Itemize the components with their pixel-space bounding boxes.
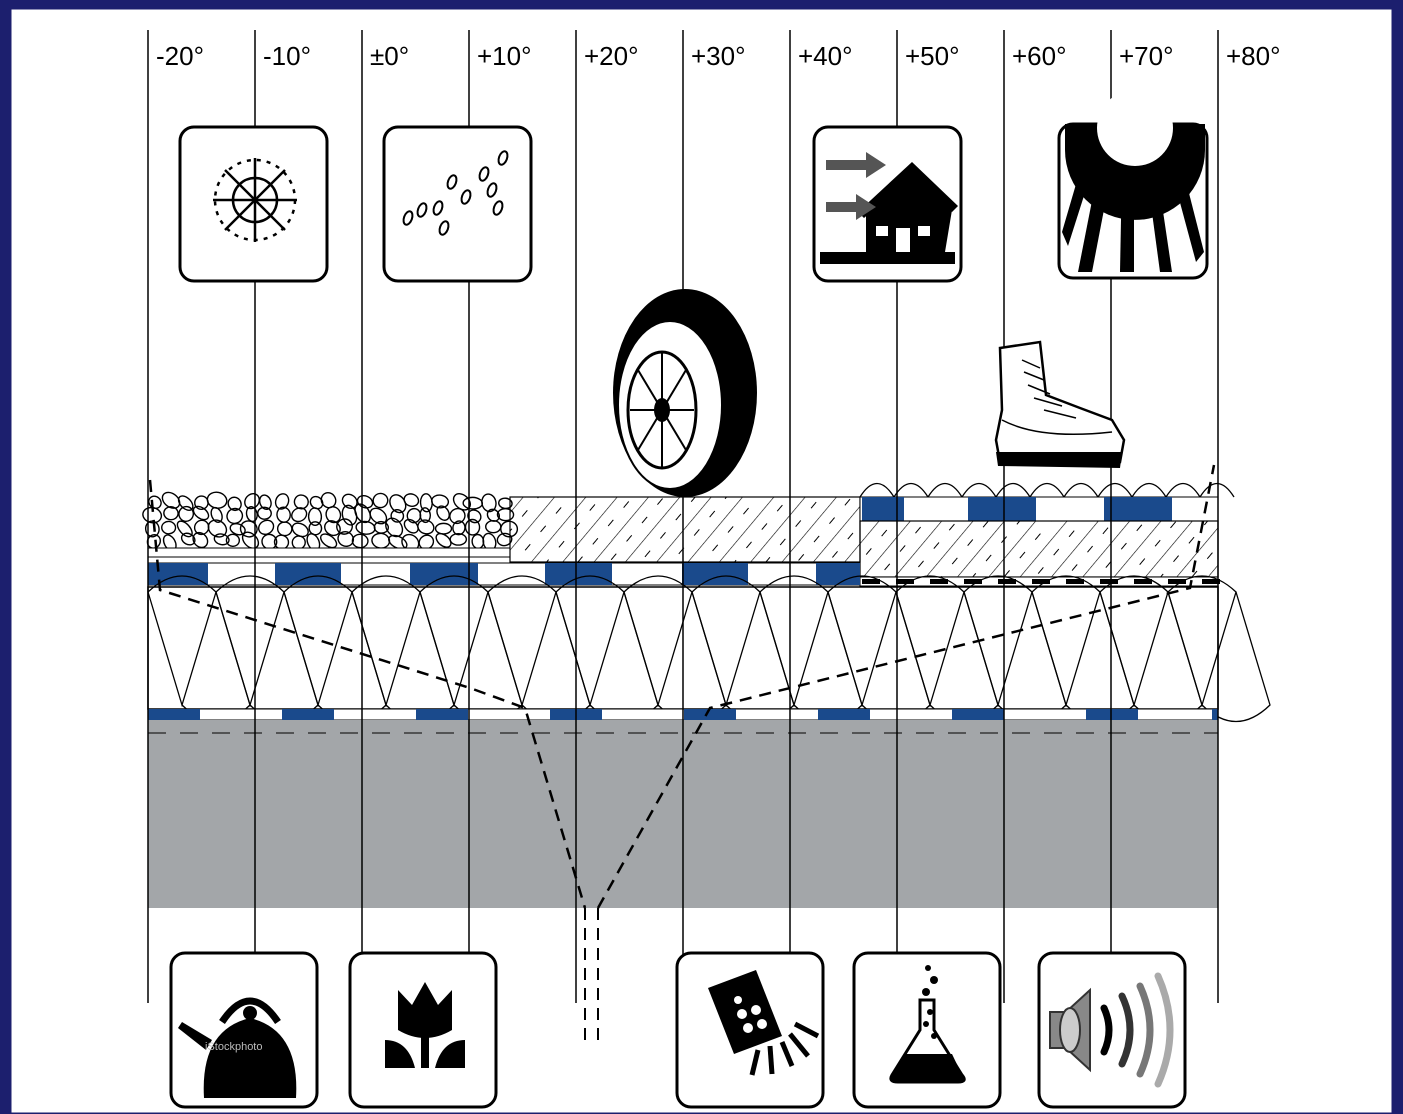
tire-icon [613, 289, 757, 497]
temperature-label: +50° [905, 41, 960, 71]
chemical-flask-icon [852, 951, 1002, 1109]
temperature-label: +20° [584, 41, 639, 71]
shower-head-icon [675, 951, 825, 1109]
barrier-segment [148, 709, 200, 720]
temperature-grid [147, 30, 1219, 1003]
membrane-segment [545, 563, 612, 585]
drainage-mesh [147, 547, 511, 558]
temperature-label: +30° [691, 41, 746, 71]
barrier-segment [818, 709, 870, 720]
insulation-layer [147, 575, 1271, 723]
barrier-segment [684, 709, 736, 720]
temperature-label: +40° [798, 41, 853, 71]
raindrops-icon [382, 125, 533, 283]
barrier-segment [1086, 709, 1138, 720]
temperature-label: +70° [1119, 41, 1174, 71]
barrier-segment [416, 709, 468, 720]
membrane-segment [410, 563, 478, 585]
drain-pipe [584, 908, 599, 1045]
membrane-segment [148, 563, 208, 585]
temperature-label: -10° [263, 41, 311, 71]
tile-surface-layer [859, 482, 1235, 587]
tulip-plant-icon [348, 951, 498, 1109]
membrane-segment [682, 563, 748, 585]
boot-icon [994, 340, 1126, 468]
temperature-label: +10° [477, 41, 532, 71]
kettle-icon: iStockphoto [169, 951, 319, 1109]
barrier-segment [282, 709, 334, 720]
wind-house-icon [812, 125, 963, 283]
barrier-segment [952, 709, 1004, 720]
speaker-sound-icon [1037, 951, 1187, 1109]
waterproof-membrane [147, 562, 861, 586]
membrane-segment [275, 563, 341, 585]
gravel-layer [142, 490, 519, 558]
temperature-label: ±0° [370, 41, 409, 71]
canvas-frame [8, 6, 1395, 1114]
temperature-label: +80° [1226, 41, 1281, 71]
temperature-label: -20° [156, 41, 204, 71]
membrane-segment [816, 563, 860, 585]
temperature-axis-labels: -20° -10° ±0° +10° +20° +30° +40° +50° +60° +70° +… [156, 41, 1281, 71]
watermark-text: iStockphoto [205, 1041, 262, 1053]
screed-layer [509, 496, 861, 563]
snowflake-icon [178, 125, 329, 283]
sun-icon [1057, 90, 1209, 280]
slope-lines [148, 464, 1216, 909]
temperature-label: +60° [1012, 41, 1067, 71]
